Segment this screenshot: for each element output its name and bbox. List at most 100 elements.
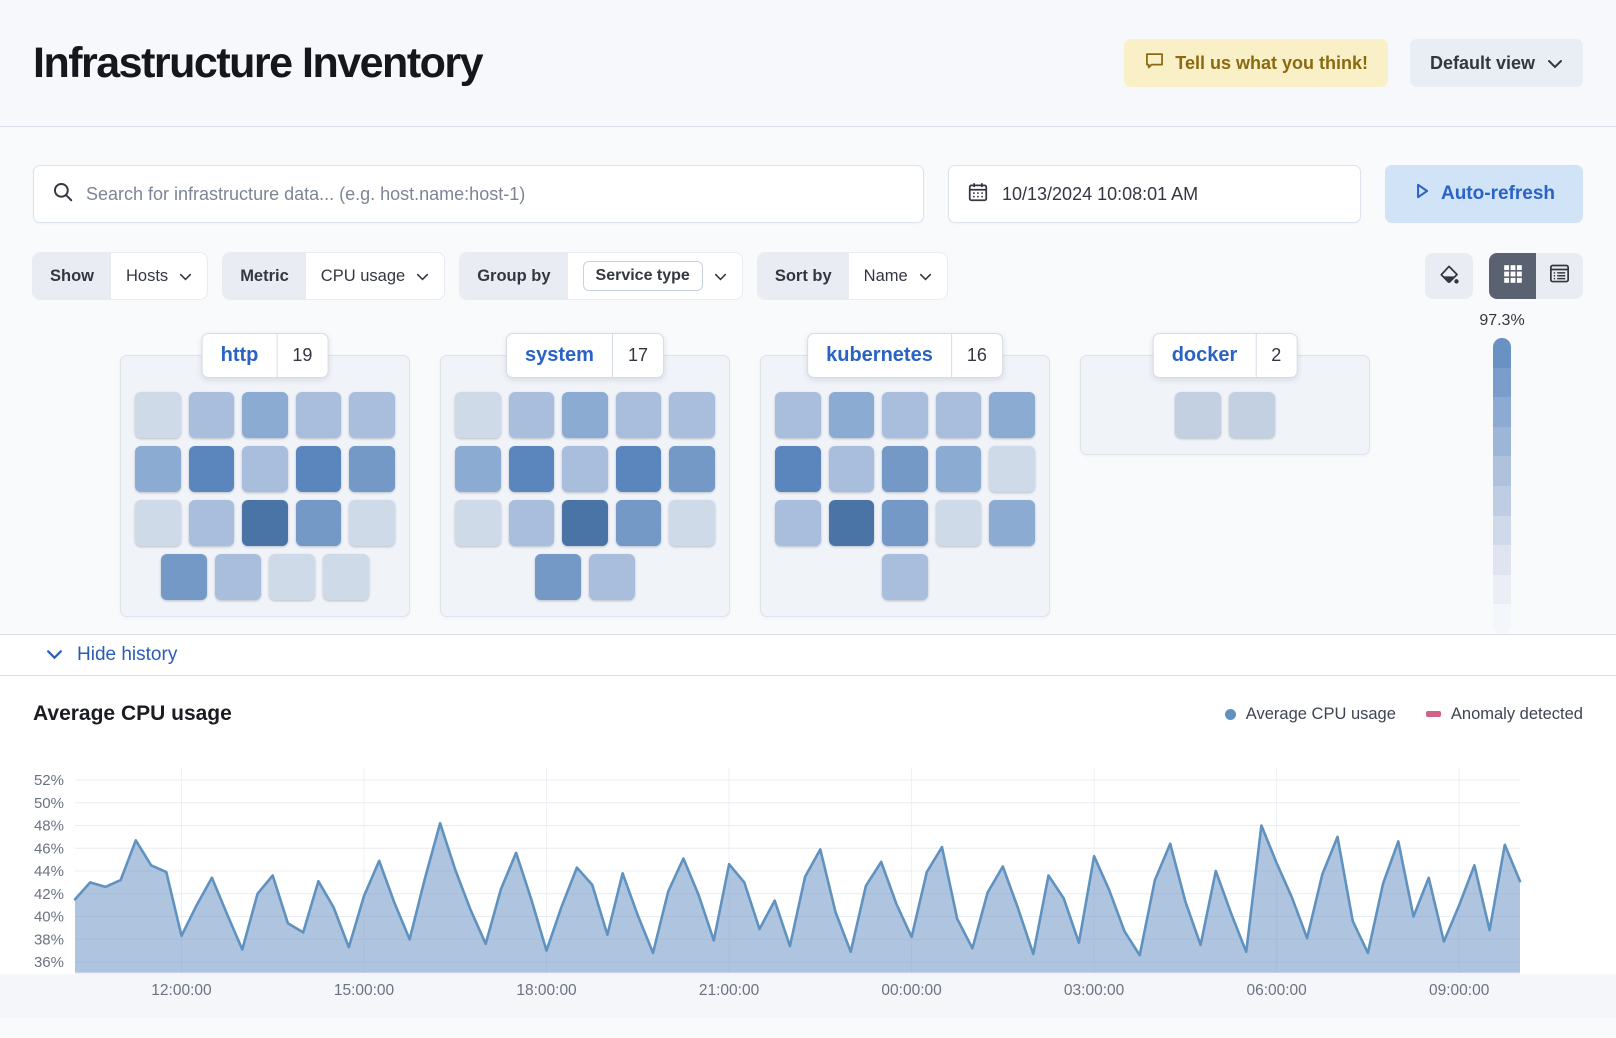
- host-node[interactable]: [562, 446, 608, 492]
- host-node[interactable]: [669, 500, 715, 546]
- chevron-down-icon: [46, 644, 63, 666]
- host-node[interactable]: [615, 446, 662, 492]
- sort-by-filter-value[interactable]: Name: [849, 253, 947, 299]
- host-node[interactable]: [989, 392, 1035, 438]
- host-node[interactable]: [295, 392, 342, 438]
- host-node[interactable]: [775, 500, 821, 546]
- paint-fill-icon: [1438, 264, 1460, 289]
- host-node[interactable]: [882, 446, 928, 492]
- auto-refresh-button[interactable]: Auto-refresh: [1385, 165, 1583, 223]
- host-node[interactable]: [989, 500, 1035, 546]
- date-picker[interactable]: 10/13/2024 10:08:01 AM: [948, 165, 1361, 223]
- host-node[interactable]: [349, 446, 395, 492]
- group-by-chip[interactable]: Service type: [582, 261, 703, 291]
- svg-text:44%: 44%: [34, 863, 64, 880]
- scale-step: [1493, 426, 1511, 457]
- host-node[interactable]: [349, 392, 395, 438]
- hide-history-toggle[interactable]: Hide history: [46, 644, 177, 666]
- host-node[interactable]: [562, 500, 608, 546]
- host-node[interactable]: [508, 446, 555, 492]
- host-node[interactable]: [242, 392, 288, 438]
- metric-filter-value[interactable]: CPU usage: [306, 253, 444, 299]
- host-node[interactable]: [508, 500, 555, 546]
- host-node[interactable]: [188, 446, 235, 492]
- group-by-filter-value[interactable]: Service type: [568, 253, 742, 299]
- host-node[interactable]: [455, 392, 501, 438]
- host-node[interactable]: [828, 392, 875, 438]
- color-palette-button[interactable]: [1425, 253, 1473, 299]
- host-node[interactable]: [242, 446, 288, 492]
- host-node[interactable]: [135, 500, 181, 546]
- host-node[interactable]: [295, 500, 342, 546]
- host-node[interactable]: [669, 446, 715, 492]
- group-card: [760, 355, 1050, 617]
- host-node[interactable]: [1229, 392, 1275, 438]
- grid-view-icon: [1502, 263, 1524, 290]
- host-node[interactable]: [455, 446, 501, 492]
- group-name-link[interactable]: kubernetes: [826, 344, 933, 366]
- host-node[interactable]: [989, 446, 1035, 492]
- group-name-link[interactable]: http: [220, 344, 259, 366]
- host-node[interactable]: [882, 392, 928, 438]
- show-filter-label: Show: [33, 253, 111, 299]
- host-node[interactable]: [775, 392, 821, 438]
- host-node[interactable]: [535, 554, 581, 600]
- host-node[interactable]: [935, 446, 982, 492]
- badge-divider: [276, 333, 278, 378]
- host-node[interactable]: [589, 554, 635, 600]
- group-count: 17: [627, 345, 648, 365]
- host-node[interactable]: [188, 500, 235, 546]
- legend-item-anomaly[interactable]: Anomaly detected: [1425, 705, 1583, 724]
- host-node[interactable]: [242, 500, 288, 546]
- host-node[interactable]: [828, 446, 875, 492]
- search-input[interactable]: [86, 183, 905, 205]
- host-node[interactable]: [828, 500, 875, 546]
- group-count: 2: [1271, 345, 1282, 365]
- badge-divider: [1255, 333, 1257, 378]
- host-node[interactable]: [615, 392, 662, 438]
- scale-step: [1493, 485, 1511, 516]
- group-card: [120, 355, 410, 617]
- host-node[interactable]: [882, 554, 928, 600]
- host-node[interactable]: [135, 392, 181, 438]
- host-node[interactable]: [349, 500, 395, 546]
- host-node[interactable]: [455, 500, 501, 546]
- host-node[interactable]: [615, 500, 662, 546]
- show-filter-value[interactable]: Hosts: [111, 253, 207, 299]
- svg-text:00:00:00: 00:00:00: [881, 982, 942, 999]
- group-name-link[interactable]: docker: [1171, 344, 1238, 366]
- table-view-toggle[interactable]: [1536, 253, 1583, 299]
- host-node[interactable]: [161, 554, 207, 600]
- group-name-link[interactable]: system: [525, 344, 594, 366]
- waffle-row: [775, 554, 1035, 600]
- chevron-down-icon: [714, 267, 727, 286]
- svg-text:52%: 52%: [34, 772, 64, 789]
- host-node[interactable]: [215, 554, 261, 600]
- waffle-row: [135, 392, 395, 438]
- chart-title: Average CPU usage: [33, 702, 232, 725]
- host-node[interactable]: [269, 554, 315, 600]
- host-node[interactable]: [135, 446, 181, 492]
- host-node[interactable]: [935, 500, 982, 546]
- legend-item-avg-cpu[interactable]: Average CPU usage: [1224, 705, 1396, 724]
- host-node[interactable]: [188, 392, 235, 438]
- view-selector-button[interactable]: Default view: [1409, 39, 1583, 87]
- svg-text:38%: 38%: [34, 931, 64, 948]
- host-node[interactable]: [882, 500, 928, 546]
- host-node[interactable]: [323, 554, 369, 600]
- group-badge: system 17: [506, 333, 664, 378]
- host-node[interactable]: [295, 446, 342, 492]
- host-node[interactable]: [669, 392, 715, 438]
- host-node[interactable]: [562, 392, 608, 438]
- feedback-button[interactable]: Tell us what you think!: [1124, 39, 1388, 87]
- page-title: Infrastructure Inventory: [33, 38, 484, 87]
- host-node[interactable]: [1175, 392, 1221, 438]
- host-node[interactable]: [508, 392, 555, 438]
- svg-text:06:00:00: 06:00:00: [1246, 982, 1307, 999]
- map-view-toggle[interactable]: [1489, 253, 1536, 299]
- host-node[interactable]: [935, 392, 982, 438]
- host-node[interactable]: [775, 446, 821, 492]
